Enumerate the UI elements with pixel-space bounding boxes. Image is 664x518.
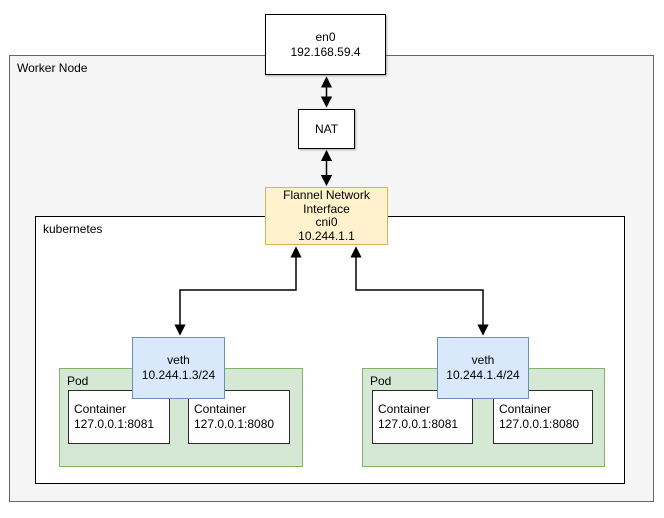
container-node-right-2: Container 127.0.0.1:8080 xyxy=(493,390,593,444)
container-address: 127.0.0.1:8081 xyxy=(378,417,459,431)
veth-title: veth xyxy=(471,353,495,367)
flannel-title-line2: Interface xyxy=(303,201,350,216)
container-node-left-1: Container 127.0.0.1:8081 xyxy=(68,390,170,444)
container-node-left-2: Container 127.0.0.1:8080 xyxy=(188,390,290,444)
flannel-node: Flannel Network Interface cni0 10.244.1.… xyxy=(265,187,388,245)
en0-address: 192.168.59.4 xyxy=(290,44,361,59)
container-address: 127.0.0.1:8080 xyxy=(499,417,580,431)
container-title: Container xyxy=(378,402,431,416)
nat-label: NAT xyxy=(314,121,339,136)
en0-node: en0 192.168.59.4 xyxy=(265,14,386,75)
flannel-title-line1: Flannel Network xyxy=(283,188,370,202)
kubernetes-label: kubernetes xyxy=(43,222,103,236)
container-address: 127.0.0.1:8081 xyxy=(74,417,155,431)
flannel-interface: cni0 xyxy=(315,215,338,229)
container-title: Container xyxy=(194,402,247,416)
pod-right-label: Pod xyxy=(370,374,392,388)
worker-node-label: Worker Node xyxy=(17,61,88,75)
en0-title: en0 xyxy=(315,29,336,44)
nat-node: NAT xyxy=(298,109,355,149)
veth-node-left: veth 10.244.1.3/24 xyxy=(132,337,225,399)
veth-address: 10.244.1.4/24 xyxy=(446,368,520,382)
container-title: Container xyxy=(74,402,127,416)
container-title: Container xyxy=(499,402,552,416)
veth-address: 10.244.1.3/24 xyxy=(141,368,216,382)
veth-node-right: veth 10.244.1.4/24 xyxy=(437,337,529,399)
flannel-address: 10.244.1.1 xyxy=(298,228,355,243)
container-address: 127.0.0.1:8080 xyxy=(194,417,275,431)
container-node-right-1: Container 127.0.0.1:8081 xyxy=(372,390,473,444)
pod-left-label: Pod xyxy=(67,374,89,388)
veth-title: veth xyxy=(167,353,190,367)
